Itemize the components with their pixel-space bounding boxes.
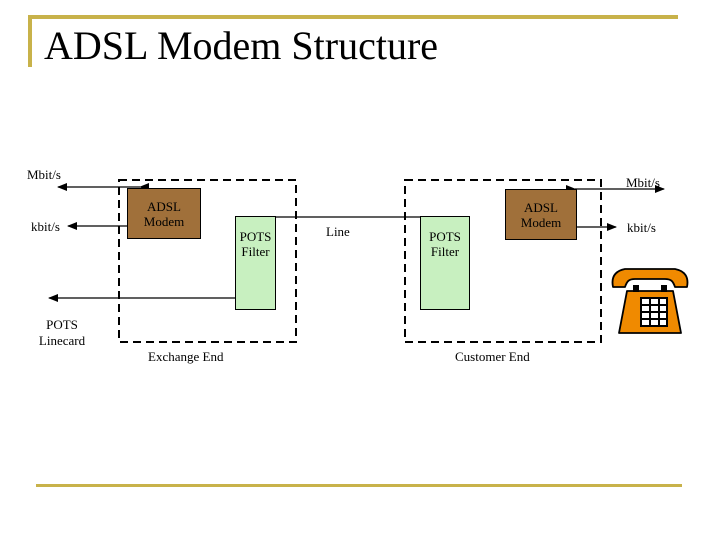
title-frame-left-rule: [28, 15, 32, 67]
left-mbit-label: Mbit/s: [27, 167, 61, 182]
footer-rule: [36, 484, 682, 487]
exchange-end-label: Exchange End: [148, 349, 224, 364]
customer-pots-filter-label: POTS Filter: [429, 229, 461, 259]
customer-adsl-modem-label: ADSL Modem: [520, 199, 562, 230]
left-kbit-label: kbit/s: [31, 219, 60, 234]
exchange-adsl-modem-label: ADSL Modem: [143, 198, 185, 229]
pots-linecard-label: POTS Linecard: [38, 317, 86, 348]
customer-end-label: Customer End: [455, 349, 530, 364]
customer-end-region: [404, 179, 602, 343]
customer-adsl-modem: ADSL Modem: [505, 189, 577, 240]
right-mbit-label: Mbit/s: [626, 175, 660, 190]
exchange-pots-filter-label: POTS Filter: [239, 229, 272, 259]
exchange-adsl-modem: ADSL Modem: [127, 188, 201, 239]
telephone-icon: [611, 268, 689, 334]
right-kbit-label: kbit/s: [627, 220, 656, 235]
slide-title: ADSL Modem Structure: [44, 23, 439, 68]
line-label: Line: [326, 224, 350, 239]
exchange-pots-filter: POTS Filter: [235, 216, 276, 310]
title-frame-top-rule: [30, 15, 678, 19]
customer-pots-filter: POTS Filter: [420, 216, 470, 310]
